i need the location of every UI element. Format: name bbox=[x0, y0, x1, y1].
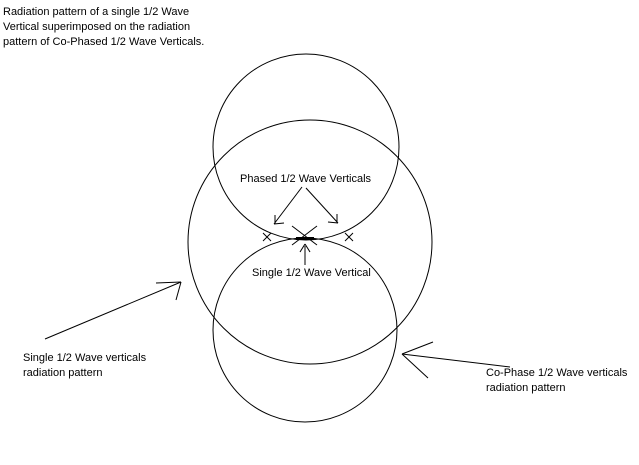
phased-left-arrow bbox=[273, 186, 303, 225]
label-co-phase-pattern-line: radiation pattern bbox=[486, 382, 566, 394]
phased-right-arrow bbox=[305, 187, 339, 224]
label-single-pattern: Single 1/2 Wave verticals radiation patt… bbox=[23, 351, 146, 381]
antenna-x-mark-center bbox=[291, 225, 318, 246]
caption-line: Radiation pattern of a single 1/2 Wave bbox=[3, 6, 190, 18]
label-single-pattern-line: radiation pattern bbox=[23, 367, 103, 379]
antenna-x-mark-left bbox=[262, 232, 272, 242]
caption-line: pattern of Co-Phased 1/2 Wave Verticals. bbox=[3, 36, 205, 48]
label-single-vertical: Single 1/2 Wave Vertical bbox=[252, 267, 371, 279]
label-single-pattern-line: Single 1/2 Wave verticals bbox=[23, 352, 147, 364]
caption-line: Vertical superimposed on the radiation bbox=[3, 21, 191, 33]
label-phased-verticals: Phased 1/2 Wave Verticals bbox=[240, 173, 372, 185]
co-phased-top-lobe-circle bbox=[212, 53, 400, 241]
label-co-phase-pattern: Co-Phase 1/2 Wave verticals radiation pa… bbox=[486, 366, 627, 396]
label-co-phase-pattern-line: Co-Phase 1/2 Wave verticals bbox=[486, 367, 628, 379]
diagram-caption: Radiation pattern of a single 1/2 Wave V… bbox=[3, 5, 204, 50]
single-vertical-pattern-circle bbox=[187, 119, 433, 365]
antenna-x-mark-right bbox=[344, 232, 354, 242]
co-phase-pattern-arrow bbox=[401, 341, 511, 379]
single-vertical-up-arrow bbox=[299, 243, 311, 265]
single-pattern-arrow bbox=[44, 281, 182, 340]
